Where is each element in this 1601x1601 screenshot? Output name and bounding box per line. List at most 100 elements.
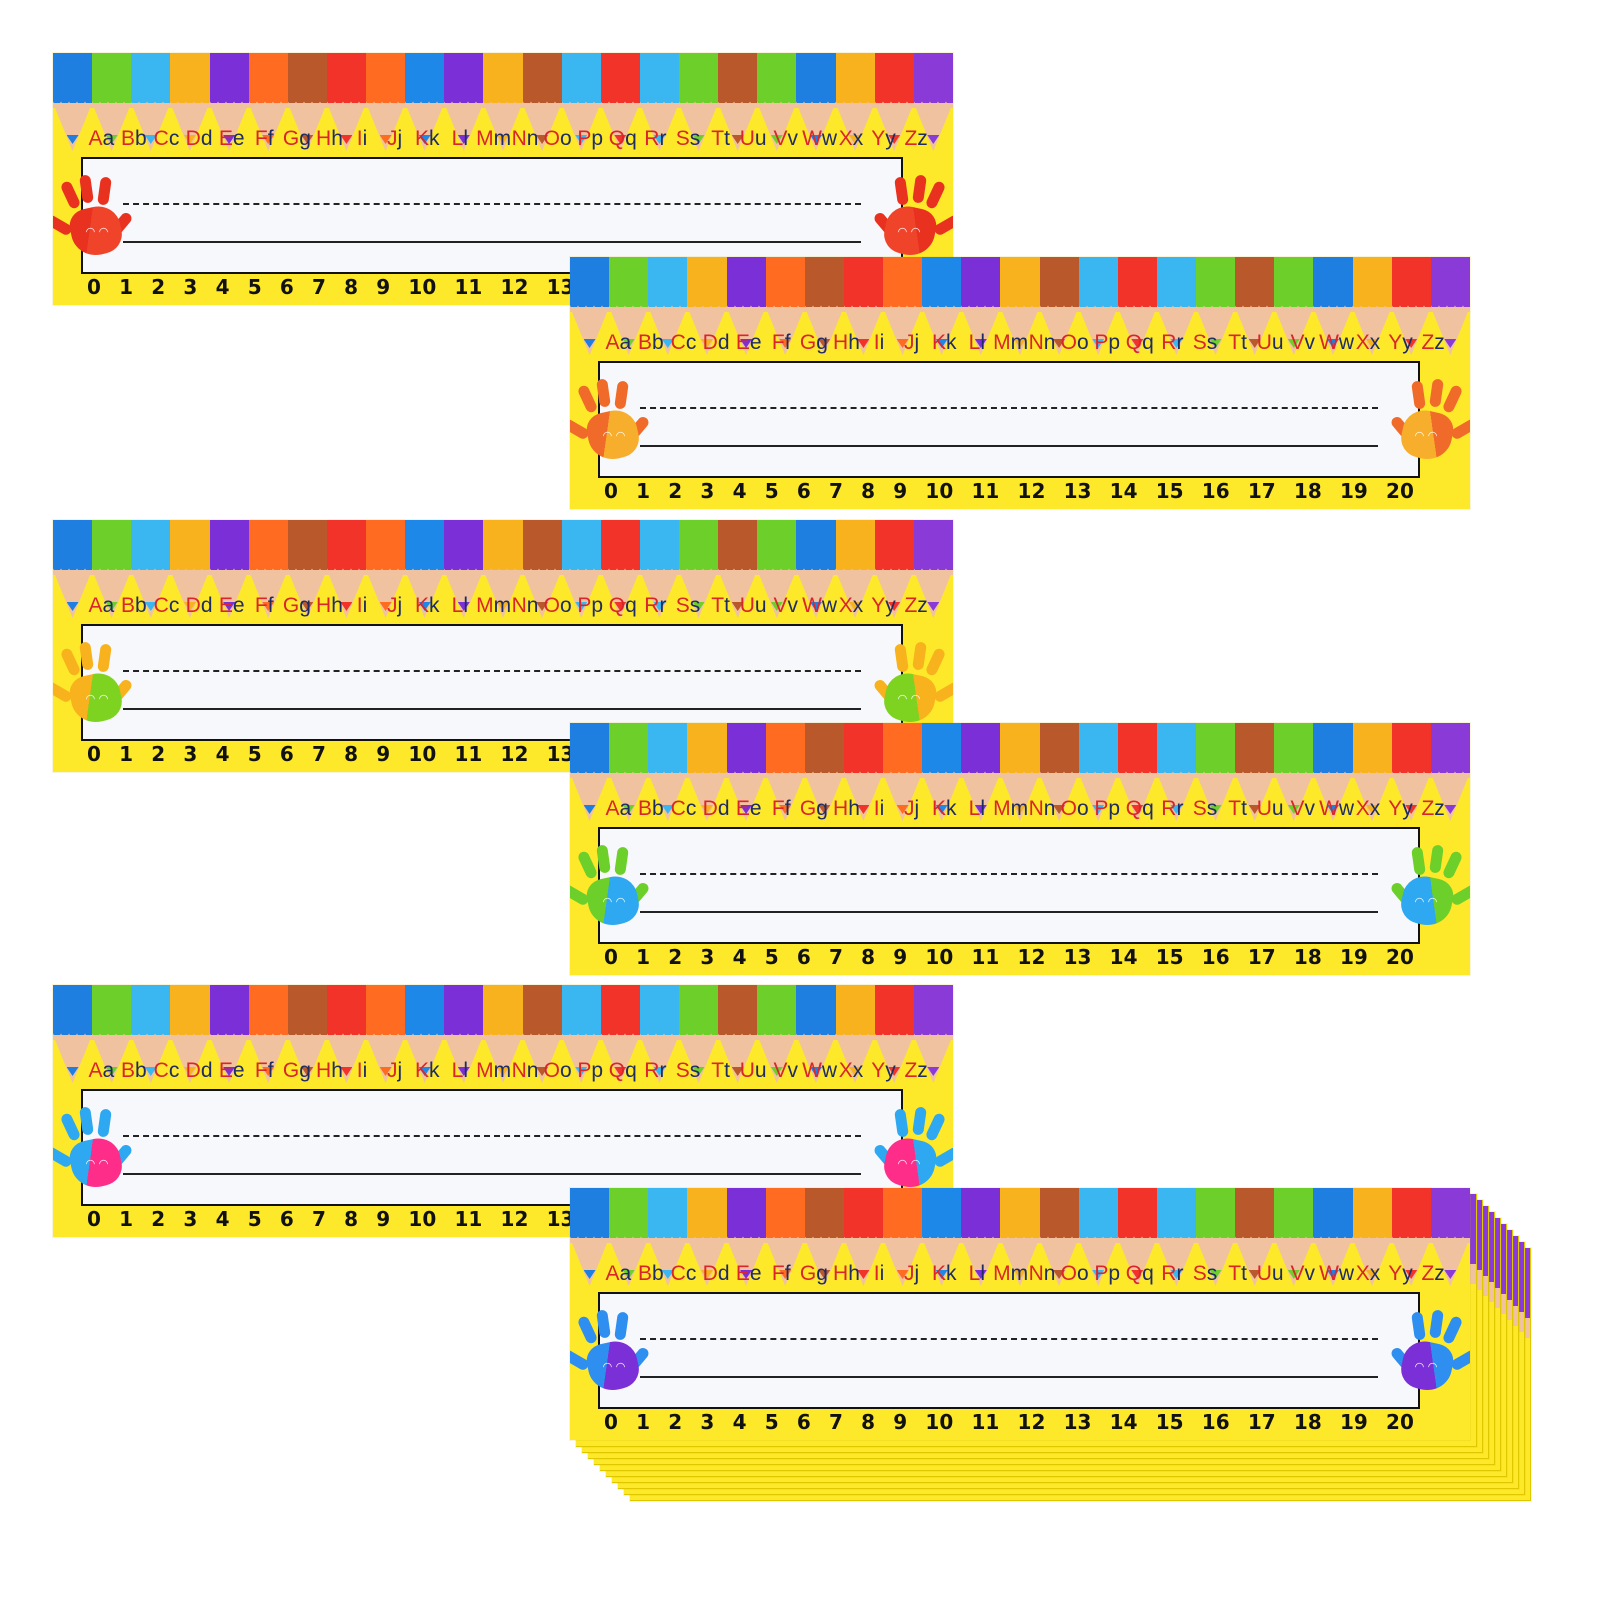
number-label: 12	[500, 1207, 529, 1231]
uppercase-letter: E	[735, 797, 750, 820]
lowercase-letter: f	[784, 797, 791, 820]
number-label: 5	[247, 275, 262, 299]
pencil-icon	[131, 520, 171, 620]
alphabet-letter-pair: Dd	[700, 1262, 733, 1286]
alphabet-letter-pair: Rr	[1156, 797, 1189, 821]
alphabet-letter-pair: Hh	[313, 127, 346, 151]
uppercase-letter: D	[702, 331, 718, 354]
lowercase-letter: e	[232, 1059, 245, 1082]
uppercase-letter: X	[1355, 797, 1370, 820]
lowercase-letter: f	[267, 127, 274, 150]
uppercase-letter: W	[1319, 331, 1339, 354]
number-label: 10	[408, 1207, 437, 1231]
lowercase-letter: t	[724, 594, 730, 617]
name-writing-area[interactable]	[598, 361, 1420, 478]
pencil-body	[405, 520, 445, 575]
lowercase-letter: a	[102, 127, 115, 150]
finger-shape	[894, 643, 909, 673]
uppercase-letter: W	[802, 127, 822, 150]
pencil-body	[679, 985, 719, 1040]
pencil-icon	[648, 257, 688, 357]
pencil-tip	[1248, 339, 1261, 348]
uppercase-letter: L	[968, 797, 981, 820]
alphabet-letter-pair: Ee	[215, 1059, 248, 1083]
finger-shape	[924, 646, 947, 678]
pencil-tip	[583, 339, 596, 348]
uppercase-letter: R	[644, 1059, 660, 1082]
uppercase-letter: I	[356, 1059, 363, 1082]
uppercase-letter: S	[675, 1059, 690, 1082]
pencil-body	[843, 1188, 884, 1243]
name-writing-area[interactable]	[81, 624, 903, 741]
alphabet-letter-pair: Rr	[1156, 331, 1189, 355]
pencil-tip	[144, 1067, 157, 1076]
pencil-tip	[457, 1067, 470, 1076]
finger-shape	[97, 1108, 112, 1138]
name-writing-area[interactable]	[81, 1089, 903, 1206]
pencil-body	[922, 1188, 962, 1243]
lowercase-letter: o	[1076, 331, 1089, 354]
pencil-icon	[726, 1188, 766, 1288]
uppercase-letter: I	[356, 127, 363, 150]
pencil-body	[326, 520, 367, 575]
lowercase-letter: w	[821, 594, 838, 617]
number-label: 2	[668, 945, 683, 969]
uppercase-letter: P	[1094, 1262, 1109, 1285]
pencil-icon	[522, 520, 562, 620]
pencil-body	[922, 723, 962, 778]
alphabet-letter-pair: Ll	[961, 797, 994, 821]
pencil-tip	[857, 805, 870, 814]
number-label: 20	[1386, 479, 1414, 503]
alphabet-letter-pair: Ss	[1189, 1262, 1222, 1286]
alphabet-letter-pair: Gg	[798, 797, 831, 821]
pencil-tip	[575, 1067, 588, 1076]
pencil-body	[522, 520, 562, 575]
uppercase-letter: Q	[608, 127, 626, 150]
pencil-body	[131, 520, 171, 575]
pencil-body	[366, 53, 406, 108]
alphabet-letter-pair: Aa	[602, 331, 635, 355]
alphabet-letter-pair: Cc	[667, 331, 700, 355]
uppercase-letter: O	[543, 1059, 560, 1082]
handprint-icon: ◠ ◠	[570, 1309, 651, 1396]
pencil-tip	[301, 1067, 314, 1076]
lowercase-letter: g	[816, 331, 828, 354]
pencil-body	[170, 985, 210, 1040]
alphabet-letter-pair: Mm	[476, 594, 511, 618]
uppercase-letter: F	[771, 1262, 785, 1285]
alphabet-letter-pair: Cc	[150, 1059, 183, 1083]
smiley-face-icon: ◠ ◠	[85, 692, 109, 705]
name-writing-area[interactable]	[598, 1292, 1420, 1409]
pencil-tip	[1366, 1270, 1379, 1279]
pencil-icon	[757, 985, 797, 1085]
alphabet-letter-pair: Rr	[639, 127, 672, 151]
number-label: 10	[408, 275, 437, 299]
lowercase-letter: q	[625, 1059, 637, 1082]
alphabet-letter-pair: Jj	[895, 797, 928, 821]
pencil-border	[570, 1188, 1470, 1288]
name-writing-area[interactable]	[598, 827, 1420, 944]
alphabet-letter-pair: Ff	[248, 127, 281, 151]
dashed-midline	[640, 1338, 1378, 1340]
pencil-icon	[726, 257, 766, 357]
number-label: 5	[764, 479, 779, 503]
lowercase-letter: b	[652, 331, 664, 354]
pencil-body	[248, 520, 288, 575]
pencil-icon	[1078, 257, 1118, 357]
pencil-tip	[1209, 339, 1222, 348]
pencil-body	[483, 53, 523, 108]
pencil-body	[326, 53, 367, 108]
uppercase-letter: P	[577, 1059, 592, 1082]
pencil-tip	[1013, 339, 1026, 348]
lowercase-letter: m	[1010, 1262, 1029, 1285]
alphabet-letter-pair: Bb	[118, 594, 151, 618]
number-label: 2	[151, 275, 166, 299]
lowercase-letter: e	[232, 594, 245, 617]
uppercase-letter: T	[711, 127, 725, 150]
pencil-tip	[66, 602, 79, 611]
number-label: 11	[971, 479, 1000, 503]
pencil-tip	[888, 602, 901, 611]
number-label: 7	[828, 1410, 843, 1434]
